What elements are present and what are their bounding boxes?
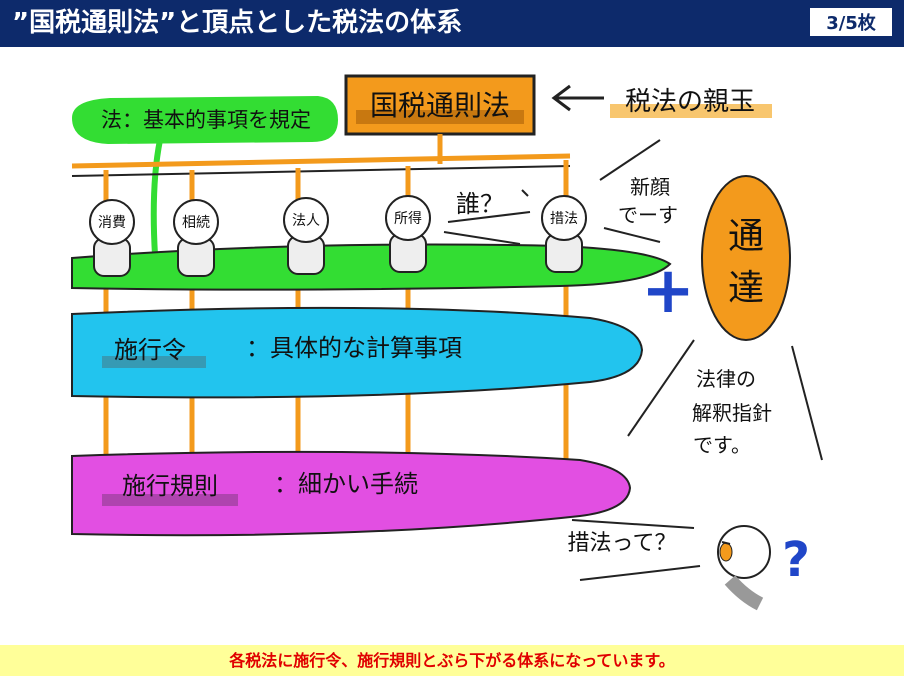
law-figures	[89, 195, 587, 277]
circular-note-line3: です。	[693, 433, 751, 457]
law-label-1: 相続	[182, 214, 210, 231]
header-bar: ”国税通則法”と頂点とした税法の体系 3/5枚	[0, 0, 904, 47]
footer-caption: 各税法に施行令、施行規則とぶら下がる体系になっています。	[229, 651, 675, 670]
rules-ellipse	[71, 450, 632, 537]
circular-note-line1: 法律の	[696, 367, 756, 391]
parent-note: 税法の親玉	[625, 87, 755, 117]
top-box-label: 国税通則法	[370, 89, 510, 122]
plus-sign: +	[641, 254, 695, 328]
top-horizontal	[71, 153, 571, 169]
circular-note-lines	[627, 339, 823, 461]
rules-label: 施行規則	[122, 472, 218, 500]
top-horizontal-2	[71, 165, 571, 177]
page-counter: 3/5枚	[808, 6, 894, 38]
ordinance-underline	[102, 356, 206, 368]
circular-char-0: 通	[728, 216, 764, 257]
top-box-underline	[356, 110, 524, 124]
page-title: ”国税通則法”と頂点とした税法の体系	[12, 8, 463, 38]
parent-note-highlight	[610, 104, 772, 118]
arrow-head	[551, 84, 571, 112]
green-vine	[150, 139, 163, 271]
question-line-top	[571, 519, 695, 529]
green-note: 法：基本的事項を規定	[101, 108, 311, 132]
circular-oval	[701, 175, 791, 341]
law-label-0: 消費	[98, 215, 126, 231]
question-text: 措法って？	[568, 531, 677, 556]
law-label-4: 措法	[550, 211, 578, 227]
tax-law-diagram: 国税通則法 税法の親玉 法：基本的事項を規定	[71, 74, 823, 611]
question-figure	[717, 525, 771, 611]
circular-char-1: 達	[728, 268, 764, 309]
ordinance-desc: ：具体的な計算事項	[246, 334, 462, 362]
who-label: 誰？	[456, 190, 504, 218]
question-line-bottom	[579, 565, 701, 581]
question-mark: ?	[782, 532, 810, 588]
new-note-line1: 新顔	[630, 175, 670, 199]
law-label-2: 法人	[292, 213, 320, 229]
circular-note-line2: 解釈指針	[692, 401, 772, 425]
ordinance-ellipse	[71, 306, 644, 399]
green-note-blob	[72, 96, 338, 144]
top-box	[344, 74, 536, 136]
law-label-3: 所得	[394, 210, 422, 227]
footer-bar: 各税法に施行令、施行規則とぶら下がる体系になっています。	[0, 645, 904, 676]
rules-desc: ：細かい手続	[274, 470, 418, 498]
rules-underline	[102, 494, 238, 506]
new-note-lines	[599, 139, 661, 243]
who-lines	[443, 189, 531, 245]
ordinance-label: 施行令	[114, 336, 186, 364]
new-note-line2: でーす	[618, 203, 678, 227]
